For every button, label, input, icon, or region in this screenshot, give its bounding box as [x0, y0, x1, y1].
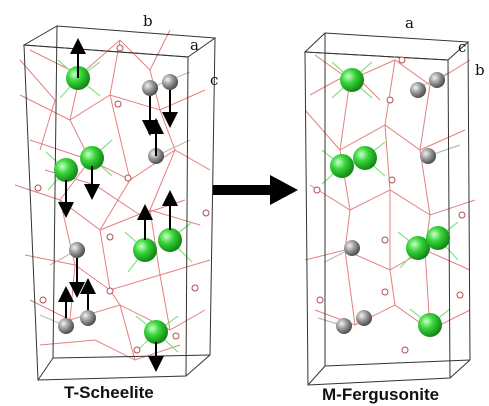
left-axis-c-label: c: [210, 71, 218, 89]
gray-atom: [420, 148, 436, 164]
left-gray-atoms: [58, 74, 178, 334]
gray-atom: [142, 80, 158, 96]
green-atom: [426, 226, 450, 250]
green-atom: [330, 154, 354, 178]
green-atom: [133, 238, 157, 262]
left-displacement-arrows: [58, 38, 178, 372]
left-oxygen-atoms: [34, 44, 210, 354]
right-axis-c-label: c: [458, 38, 466, 56]
green-atom: [340, 68, 364, 92]
left-bond-network: [14, 29, 211, 361]
left-green-atoms: [54, 66, 182, 344]
gray-atom: [162, 74, 178, 90]
left-caption: T-Scheelite: [64, 383, 154, 402]
right-gray-bonds: [317, 71, 461, 327]
right-gray-atoms: [336, 72, 445, 334]
green-atom: [406, 236, 430, 260]
transition-arrow: [213, 175, 298, 205]
right-bond-network: [304, 54, 476, 331]
green-atom: [418, 313, 442, 337]
gray-atom: [429, 72, 445, 88]
green-atom: [144, 320, 168, 344]
right-unit-cell: [303, 32, 471, 386]
gray-atom: [336, 318, 352, 334]
left-axis-b-label: b: [143, 12, 153, 30]
green-atom: [54, 158, 78, 182]
gray-atom: [58, 318, 74, 334]
right-caption: M-Fergusonite: [322, 385, 439, 404]
gray-atom: [344, 240, 360, 256]
gray-atom: [356, 310, 372, 326]
right-axis-b-label: b: [475, 61, 485, 79]
green-atom: [80, 146, 104, 170]
gray-atom: [410, 82, 426, 98]
right-panel: a c b M-Fergusonite: [303, 14, 485, 404]
right-green-atoms: [330, 68, 450, 337]
gray-atom: [69, 242, 85, 258]
right-oxygen-atoms: [313, 56, 466, 354]
left-gray-bonds: [39, 71, 191, 327]
left-unit-cell: [22, 25, 217, 381]
green-atom: [158, 228, 182, 252]
green-atom: [353, 146, 377, 170]
left-panel: b a c T-Scheelite: [14, 12, 218, 402]
left-axis-a-label: a: [190, 36, 199, 54]
gray-atom: [80, 310, 96, 326]
right-axis-a-label: a: [405, 14, 414, 32]
